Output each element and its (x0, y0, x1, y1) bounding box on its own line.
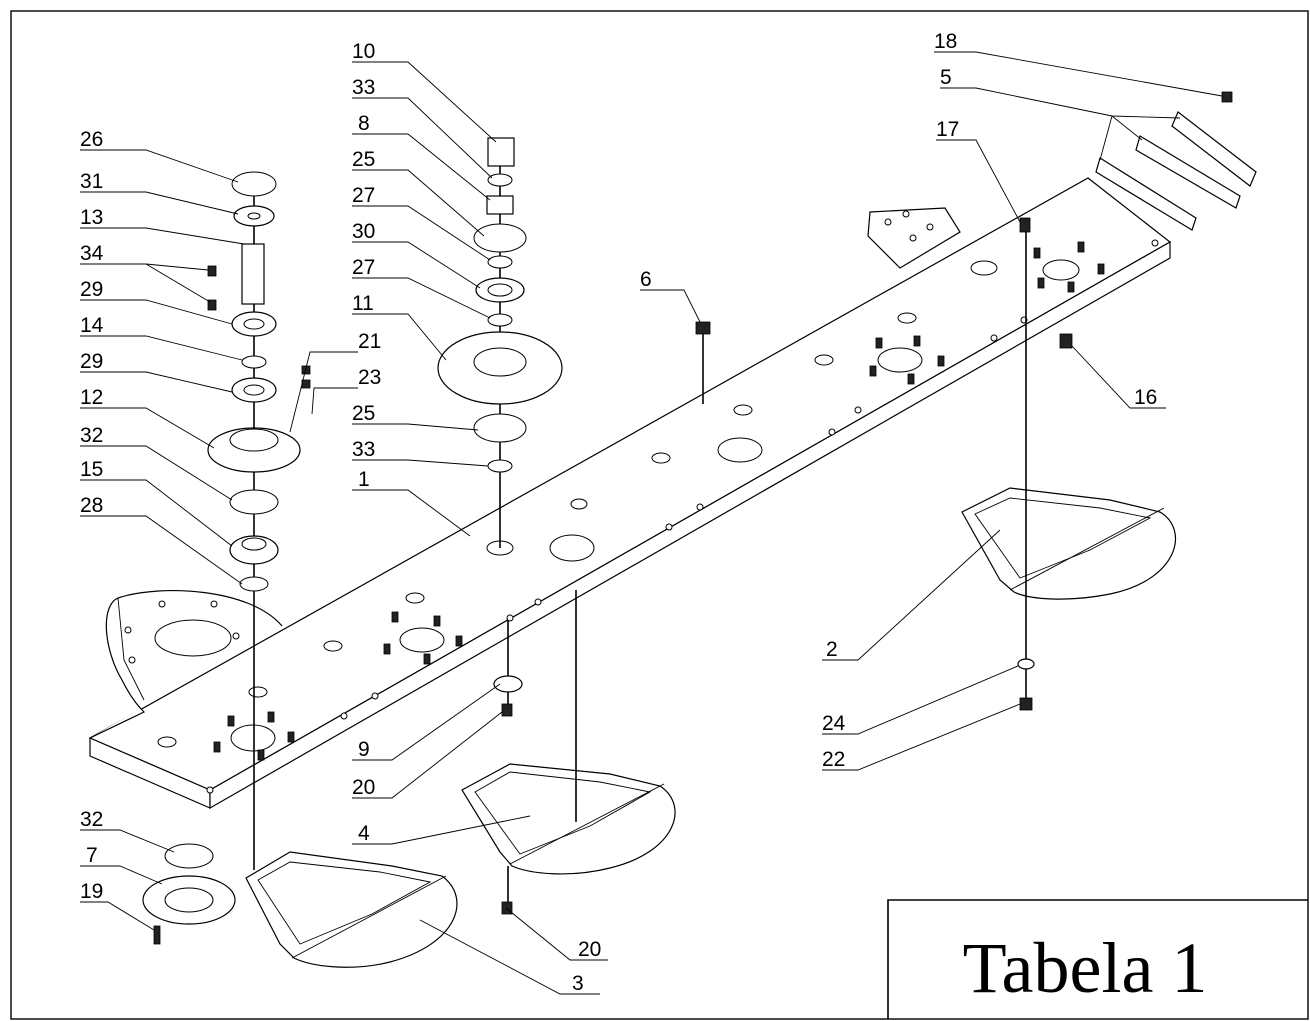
callout-8: 8 (358, 112, 370, 135)
callout-18: 18 (934, 30, 957, 53)
table-title: Tabela 1 (963, 928, 1208, 1008)
callout-12: 12 (80, 386, 103, 409)
callout-3: 3 (572, 972, 584, 995)
plates-part-5 (1095, 91, 1257, 231)
callout-26: 26 (80, 128, 103, 151)
callout-20: 20 (578, 938, 601, 961)
main-bar (88, 177, 1172, 810)
left-disc-housing (89, 590, 283, 739)
callout-19: 19 (80, 880, 103, 903)
callout-17: 17 (936, 118, 959, 141)
callout-33: 33 (352, 76, 375, 99)
callout-labels: 10 33 8 25 27 30 27 11 25 33 1 6 26 31 1… (80, 30, 1157, 995)
callout-5: 5 (940, 66, 952, 89)
callout-25: 25 (352, 402, 375, 425)
callout-11: 11 (352, 292, 374, 315)
callout-10: 10 (352, 40, 375, 63)
callout-32: 32 (80, 424, 103, 447)
guard-part-2 (961, 487, 1176, 600)
callout-2: 2 (826, 638, 838, 661)
callout-31: 31 (80, 170, 103, 193)
callout-25: 25 (352, 148, 375, 171)
callout-29: 29 (80, 278, 103, 301)
callout-4: 4 (358, 822, 370, 845)
callout-6: 6 (640, 268, 652, 291)
callout-13: 13 (80, 206, 103, 229)
left-spindle-stack (142, 171, 311, 945)
center-spindle-stack (437, 137, 563, 548)
callout-29: 29 (80, 350, 103, 373)
callout-21: 21 (358, 330, 381, 353)
small-hardware (493, 217, 1073, 915)
callout-14: 14 (80, 314, 104, 337)
callout-16: 16 (1134, 386, 1157, 409)
callout-32: 32 (80, 808, 103, 831)
callout-34: 34 (80, 242, 104, 265)
callout-23: 23 (358, 366, 381, 389)
callout-30: 30 (352, 220, 375, 243)
callout-28: 28 (80, 494, 103, 517)
callout-27: 27 (352, 184, 375, 207)
callout-22: 22 (822, 748, 845, 771)
guard-part-3 (245, 851, 458, 968)
callout-27: 27 (352, 256, 375, 279)
title-block: Tabela 1 (887, 899, 1308, 1019)
callout-15: 15 (80, 458, 103, 481)
callout-7: 7 (86, 844, 98, 867)
leader-lines (80, 51, 1223, 995)
callout-20: 20 (352, 776, 375, 799)
callout-24: 24 (822, 712, 846, 735)
callout-9: 9 (358, 738, 370, 761)
guard-part-4 (461, 590, 676, 875)
drawing-frame (10, 10, 1309, 1020)
callout-1: 1 (358, 468, 370, 491)
callout-33: 33 (352, 438, 375, 461)
